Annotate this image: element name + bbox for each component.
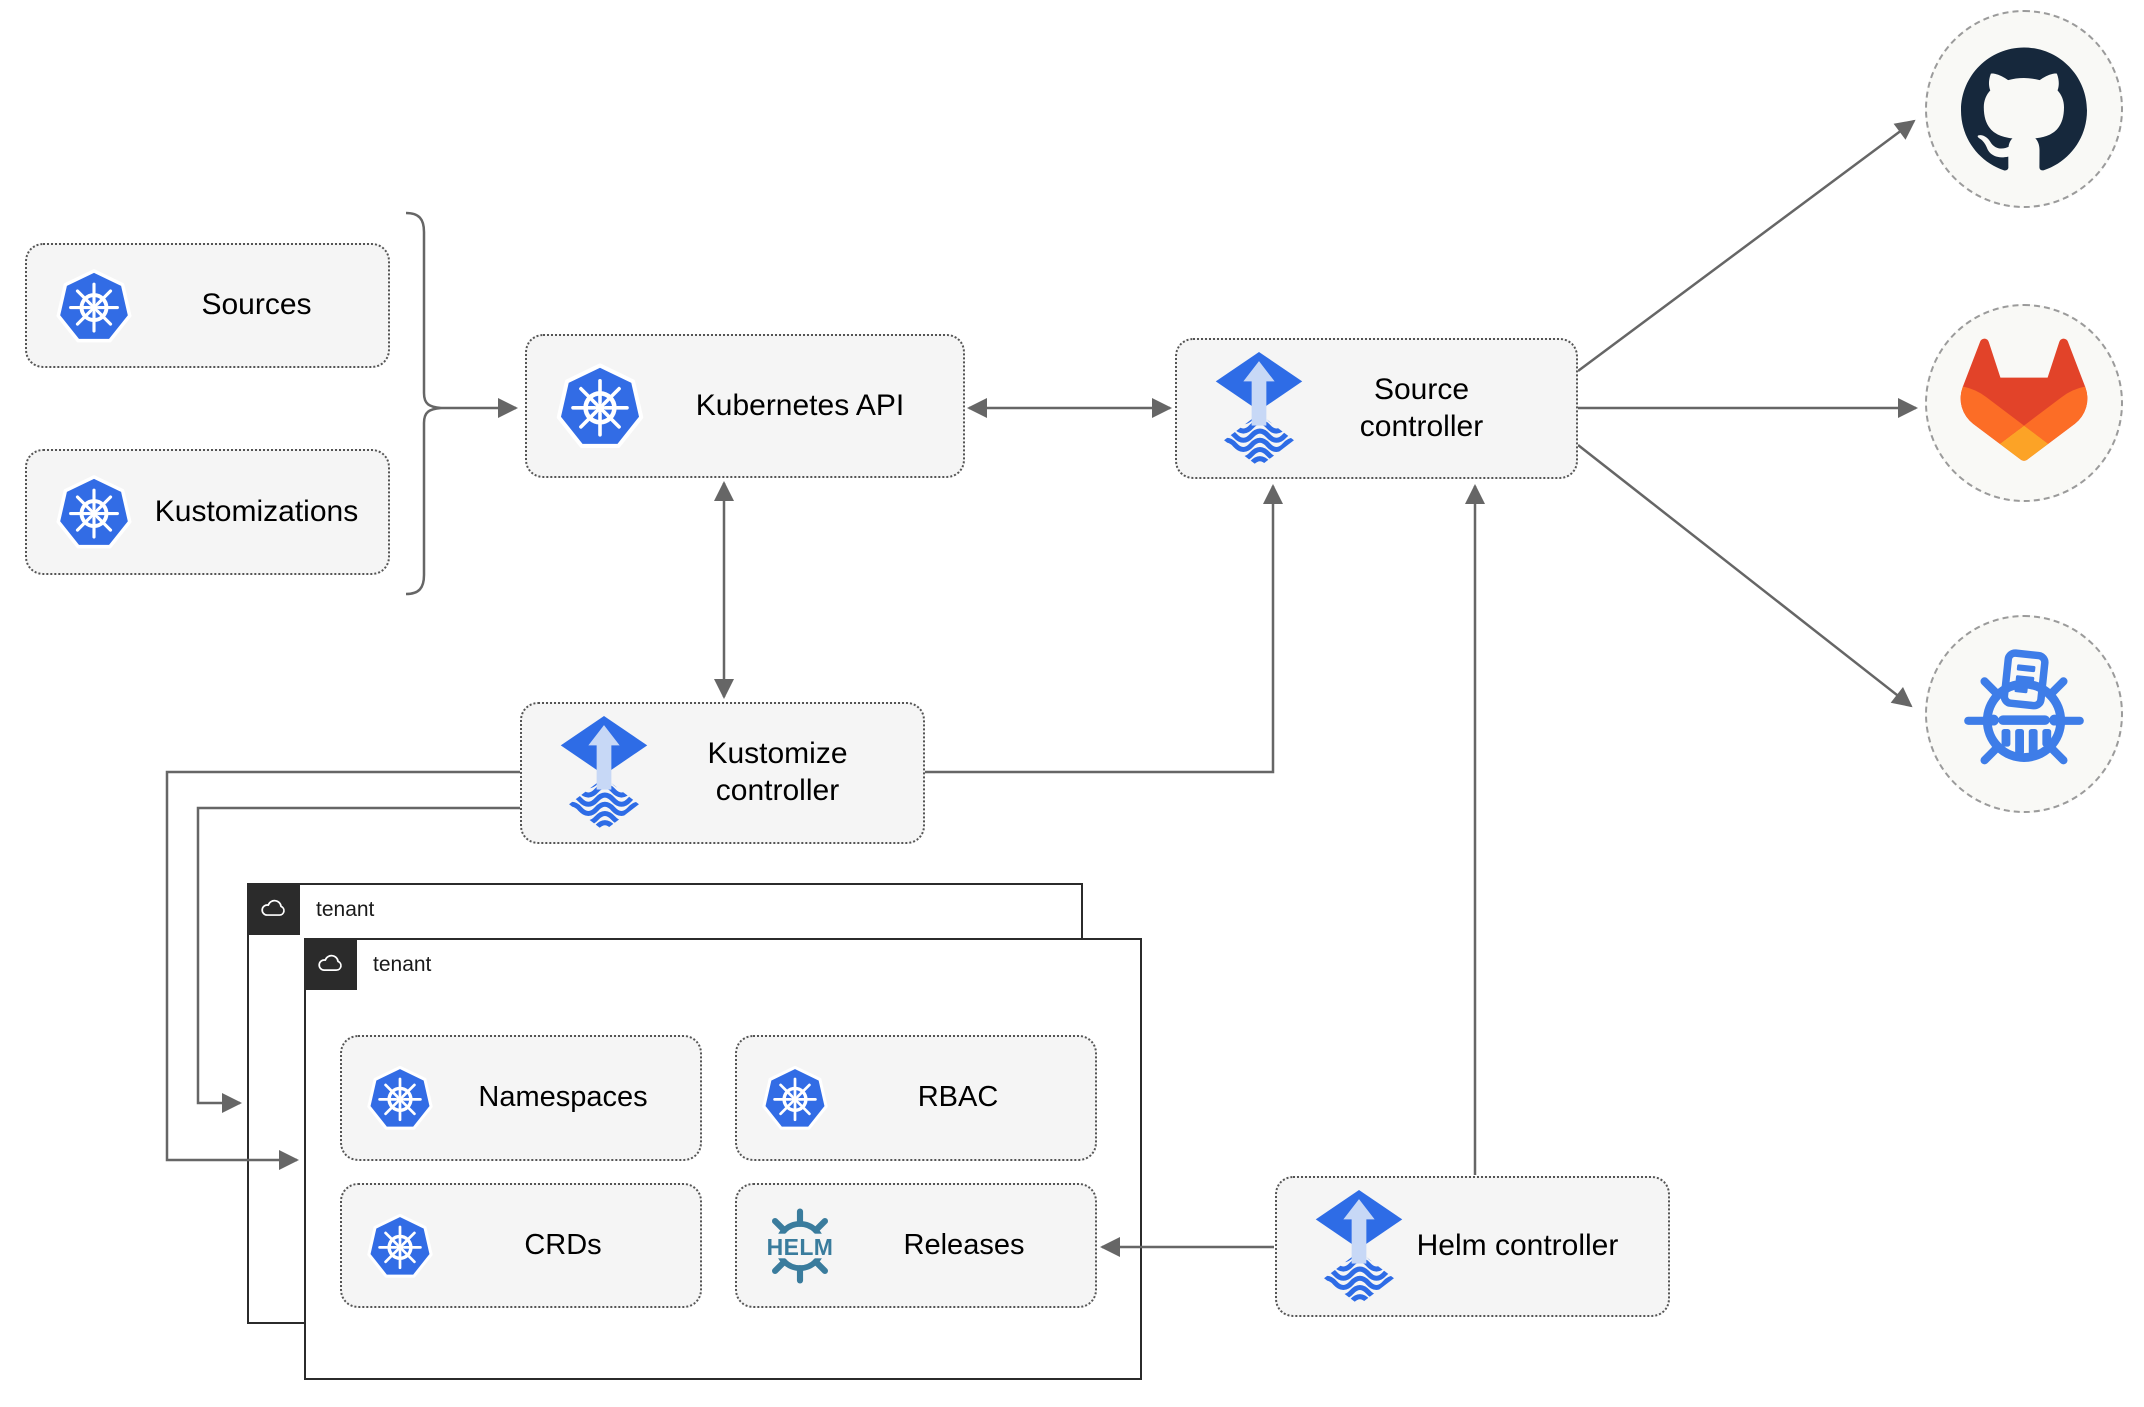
tenant-label: tenant: [373, 953, 432, 976]
node-source-controller: Source controller: [1175, 338, 1578, 479]
chartmuseum-icon: [1956, 646, 2092, 782]
node-label: Releases: [903, 1228, 1025, 1261]
edge-sourcectrl-github: [1577, 119, 1916, 373]
node-helm-controller: Helm controller: [1275, 1176, 1670, 1317]
edge-kustomizectrl-tenant-front: [165, 770, 520, 1170]
github-endpoint: [1925, 10, 2123, 208]
kubernetes-icon: [761, 1064, 829, 1132]
node-label: Namespaces: [478, 1081, 648, 1114]
node-label: RBAC: [917, 1081, 999, 1114]
node-releases: Releases: [735, 1183, 1097, 1308]
kubernetes-icon: [366, 1212, 434, 1280]
chartmuseum-endpoint: [1925, 615, 2123, 813]
flux-icon: [1213, 351, 1305, 467]
node-label: Sources: [201, 288, 312, 322]
kubernetes-icon: [55, 473, 133, 551]
edge-sourcectrl-chartmuseum: [1577, 444, 1913, 708]
kubernetes-icon: [55, 267, 133, 345]
node-rbac: RBAC: [735, 1035, 1097, 1161]
node-label: CRDs: [524, 1228, 602, 1261]
flux-icon: [558, 715, 650, 831]
node-label: Helm controller: [1416, 1229, 1619, 1263]
tenant-label: tenant: [316, 898, 375, 921]
gitlab-endpoint: [1925, 304, 2123, 502]
github-icon: [1961, 46, 2087, 172]
edge-kustomizectrl-tenant-back: [196, 806, 520, 1113]
tenant-tab: [246, 882, 300, 935]
helm-icon: [759, 1205, 841, 1287]
node-kustomize-controller: Kustomize controller: [520, 702, 925, 844]
node-sources: Sources: [25, 243, 390, 368]
kubernetes-icon: [555, 361, 645, 451]
edge-kustomizectrl-sourcectrl: [925, 484, 1283, 774]
gitlab-icon: [1958, 337, 2090, 469]
node-kustomizations: Kustomizations: [25, 449, 390, 575]
node-label: Kustomizations: [154, 494, 359, 528]
node-kubernetes-api: Kubernetes API: [525, 334, 965, 478]
tenant-tab: [303, 937, 357, 990]
brace-sources-group: [405, 211, 442, 596]
node-label: Kustomize controller: [707, 737, 848, 807]
node-label: Source controller: [1359, 372, 1484, 443]
node-label: Kubernetes API: [695, 388, 905, 422]
node-namespaces: Namespaces: [340, 1035, 702, 1161]
flux-icon: [1313, 1189, 1405, 1305]
node-crds: CRDs: [340, 1183, 702, 1308]
kubernetes-icon: [366, 1064, 434, 1132]
